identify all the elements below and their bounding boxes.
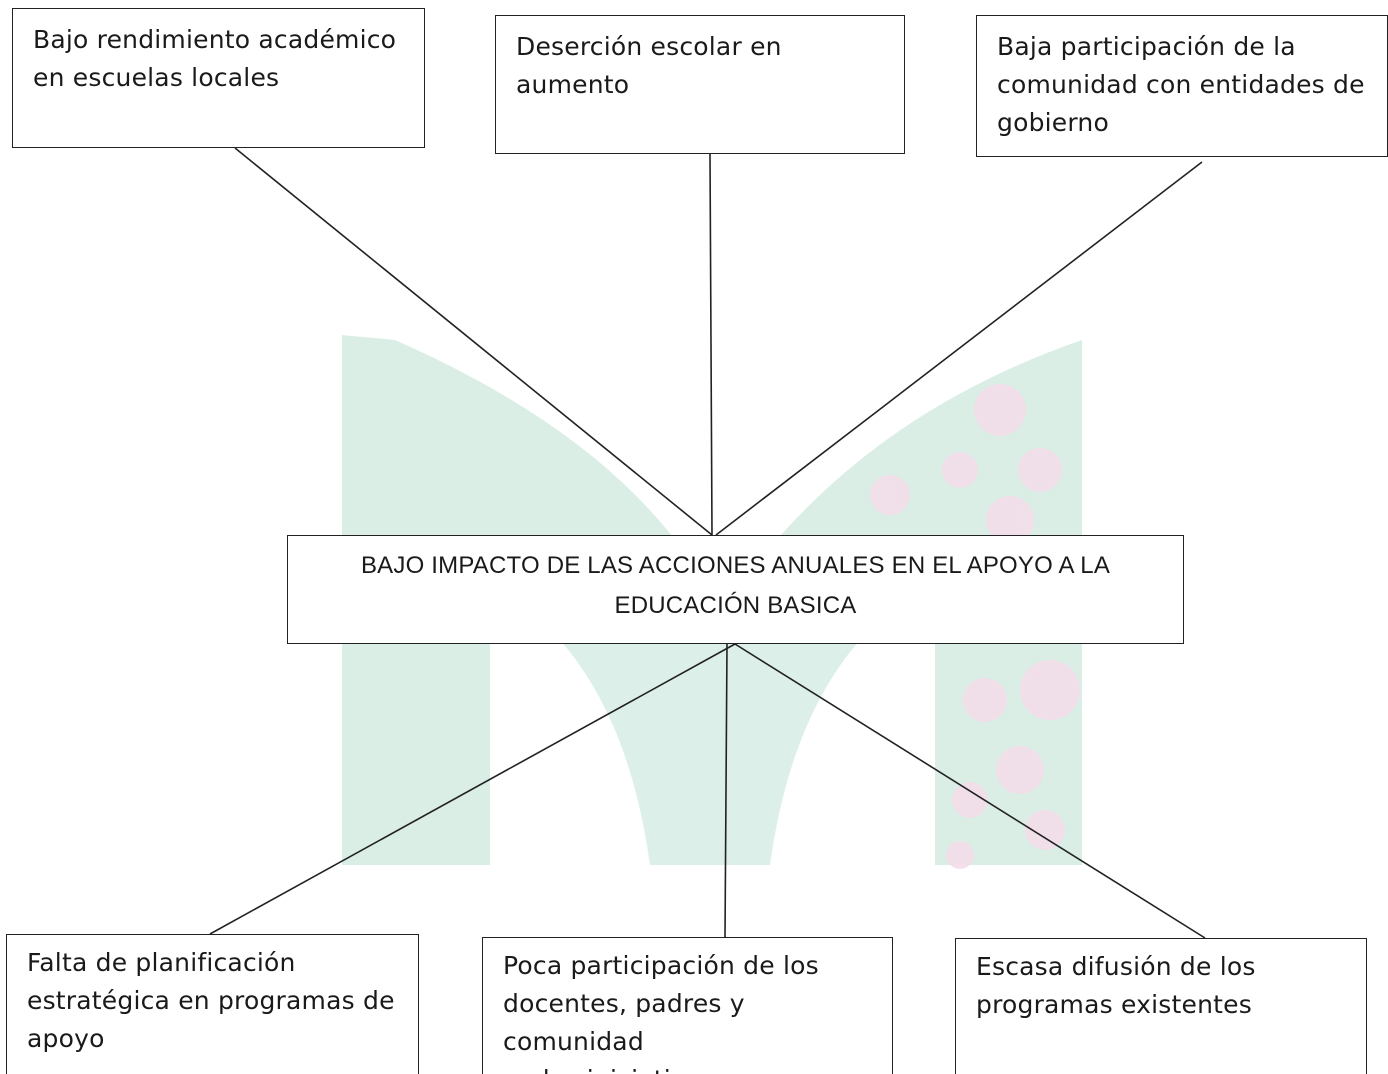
cause-text-line: estratégica en programas de (27, 986, 395, 1015)
effect-text-line: en escuelas locales (33, 63, 280, 92)
central-problem-line: BAJO IMPACTO DE LAS ACCIONES ANUALES EN … (360, 552, 1111, 579)
effect-text-line: Deserción escolar en aumento (516, 32, 782, 99)
cause-text-line: docentes, padres y comunidad (503, 989, 745, 1056)
connector-top-mid (709, 153, 713, 536)
cause-text-line: Falta de planificación (27, 948, 296, 977)
connector-top-left (234, 147, 713, 536)
cause-text-line: Poca participación de los (503, 951, 819, 980)
watermark-floral-pattern (870, 384, 1080, 869)
cause-text-line: programas existentes (976, 990, 1252, 1019)
effect-text-line: Bajo rendimiento académico (33, 25, 397, 54)
effect-box-dropout: Deserción escolar en aumento (495, 15, 905, 154)
connector-bot-mid (724, 643, 728, 938)
cause-text-line: apoyo (27, 1024, 105, 1053)
connector-top-right (715, 161, 1203, 536)
watermark-middle-arch (560, 640, 860, 865)
central-problem-box: BAJO IMPACTO DE LAS ACCIONES ANUALES EN … (287, 535, 1184, 644)
cause-text-line: Escasa difusión de los (976, 952, 1256, 981)
effect-text-line: gobierno (997, 108, 1109, 137)
connector-bot-left (209, 643, 736, 935)
connector-bot-right (734, 643, 1206, 939)
effect-text-line: Baja participación de la (997, 32, 1296, 61)
effect-text-line: comunidad con entidades de (997, 70, 1365, 99)
central-problem-line: EDUCACIÓN BASICA (614, 592, 857, 619)
effect-box-academic-performance: Bajo rendimiento académico en escuelas l… (12, 8, 425, 148)
cause-box-planning: Falta de planificación estratégica en pr… (6, 934, 419, 1074)
cause-box-participation: Poca participación de los docentes, padr… (482, 937, 893, 1074)
cause-box-dissemination: Escasa difusión de los programas existen… (955, 938, 1367, 1074)
effect-box-community-participation: Baja participación de la comunidad con e… (976, 15, 1388, 157)
cause-text-line: en las iniciativas (503, 1061, 874, 1074)
